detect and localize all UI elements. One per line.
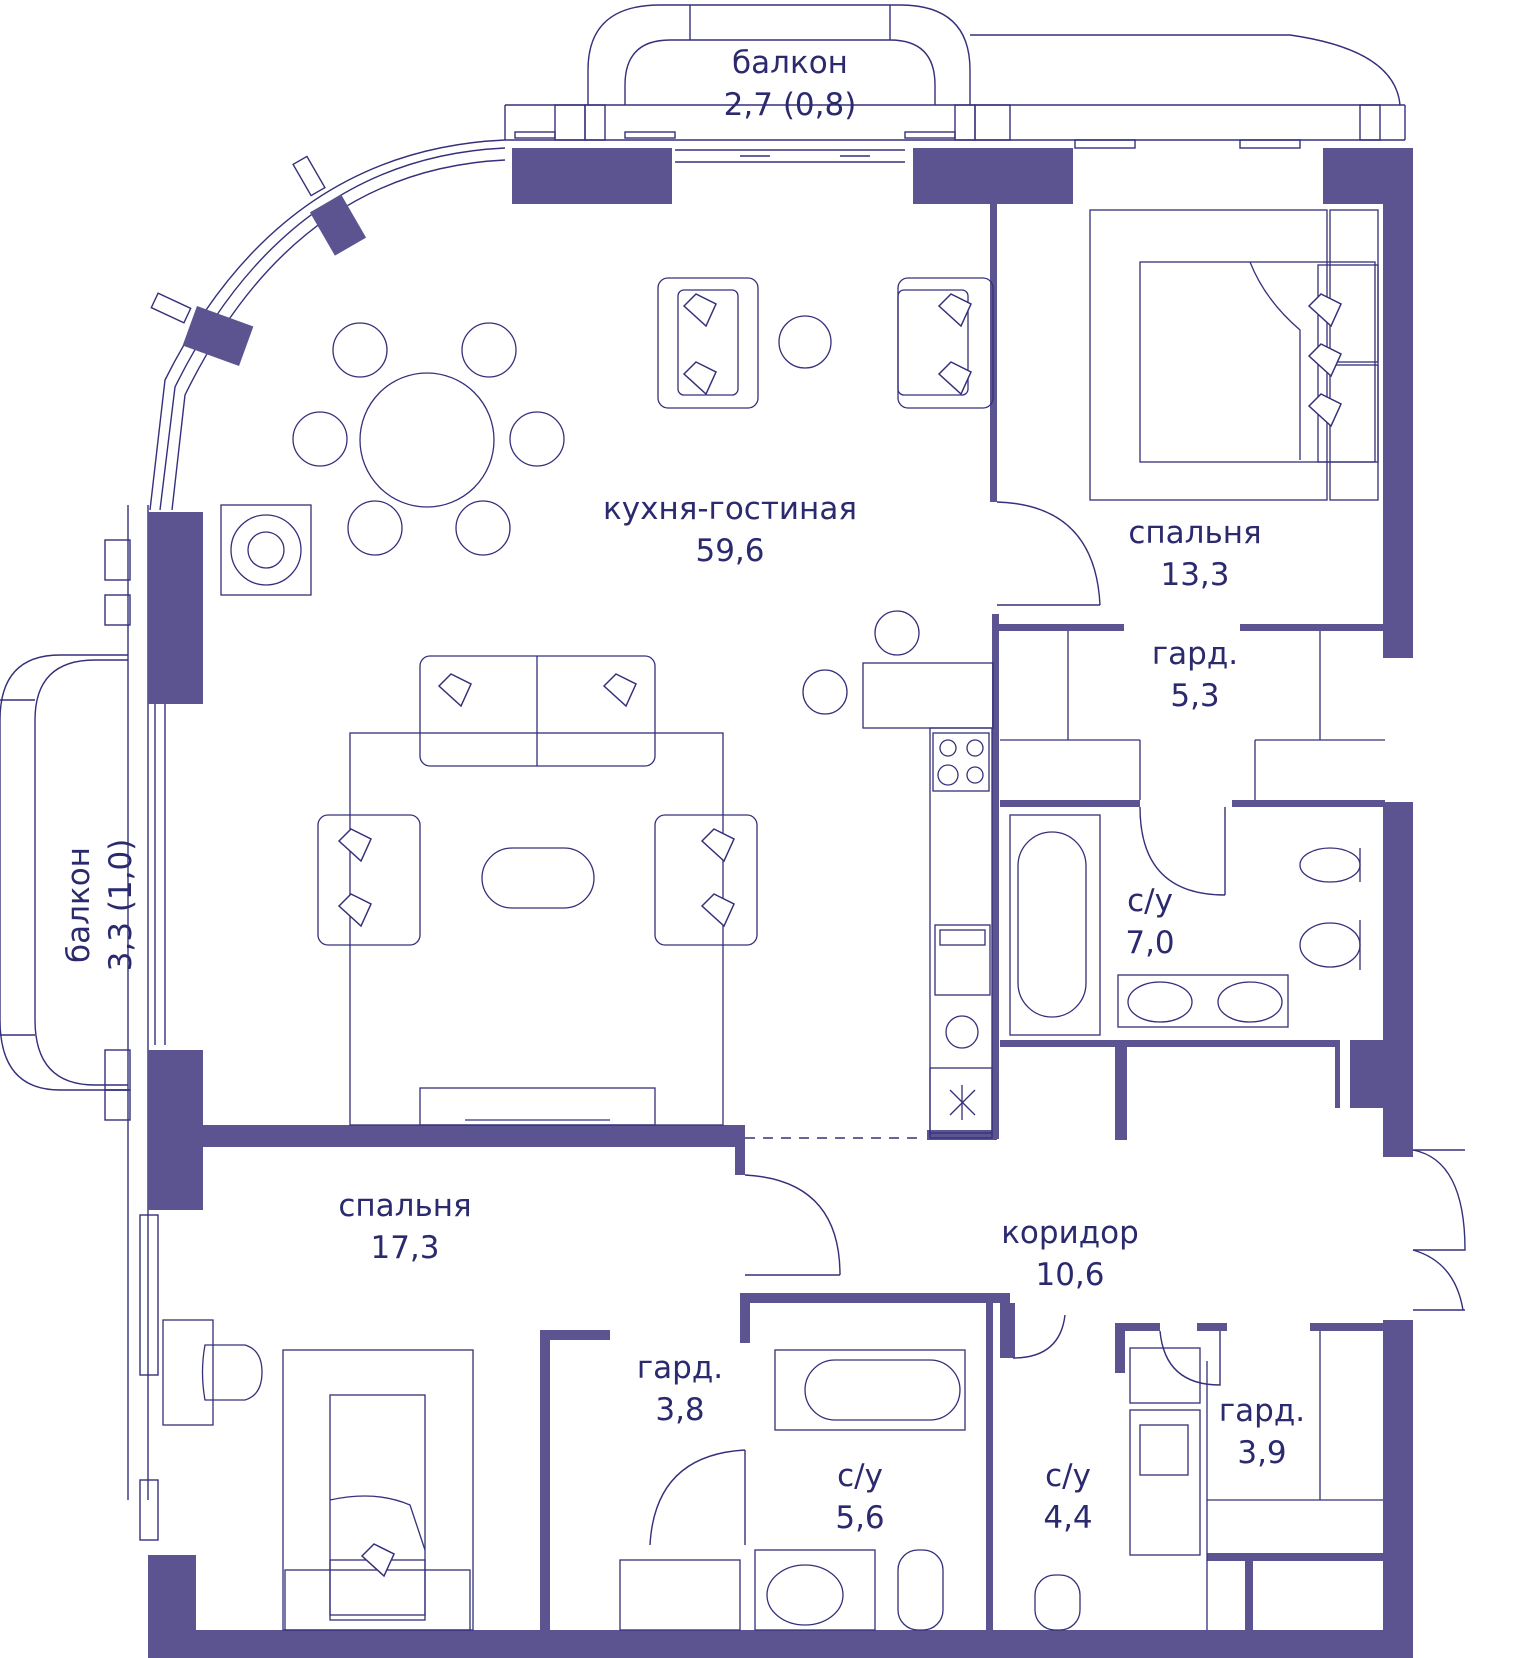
room-label-bedroom-1: спальня 13,3 (1128, 515, 1262, 593)
interior-walls (540, 204, 1385, 1630)
furniture (162, 209, 1385, 1631)
doors (649, 501, 1466, 1546)
room-label-kitchen-living: кухня-гостиная 59,6 (603, 491, 857, 569)
room-label-corridor: коридор 10,6 (1001, 1215, 1139, 1293)
room-label-bathroom-3: с/у 4,4 (1043, 1458, 1093, 1536)
room-label-wardrobe-2: гард. 3,8 (636, 1350, 724, 1428)
room-label-bedroom-2: спальня 17,3 (338, 1188, 472, 1266)
room-label-bathroom-1: с/у 7,0 (1125, 883, 1175, 961)
outer-outline (0, 4, 1406, 1541)
walls (148, 148, 1413, 1658)
room-label-wardrobe-1: гард. 5,3 (1151, 636, 1239, 714)
room-label-wardrobe-3: гард. 3,9 (1218, 1393, 1306, 1471)
room-label-balcony-top: балкон 2,7 (0,8) (723, 45, 857, 123)
room-label-bathroom-2: с/у 5,6 (835, 1458, 885, 1536)
room-label-balcony-left: балкон 3,3 (1,0) (61, 838, 139, 972)
